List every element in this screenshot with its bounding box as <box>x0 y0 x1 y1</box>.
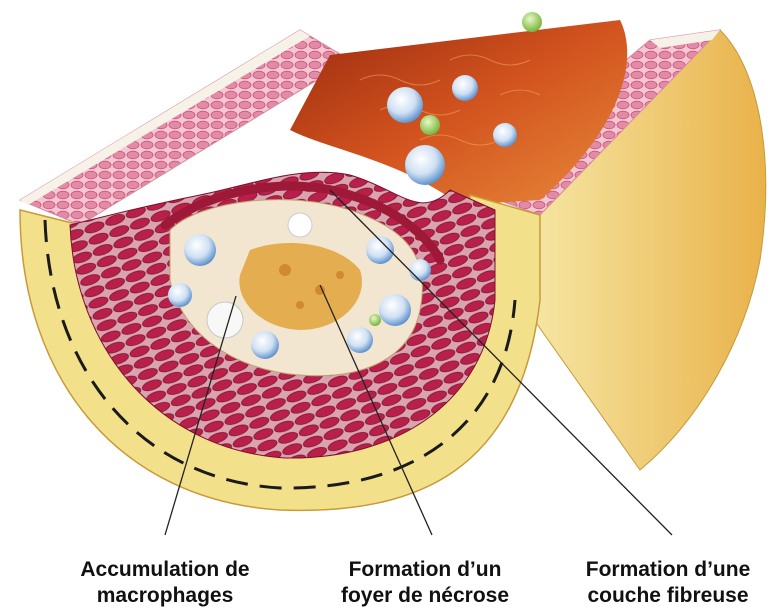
label-macrophage-accumulation: Accumulation de macrophages <box>40 557 290 609</box>
label-fibrous-line1: Formation d’une <box>555 557 781 583</box>
label-necrosis-line1: Formation d’un <box>305 557 545 583</box>
label-necrosis-focus: Formation d’un foyer de nécrose <box>305 557 545 609</box>
atherosclerosis-artery-illustration <box>0 0 781 540</box>
label-fibrous-cap: Formation d’une couche fibreuse <box>555 557 781 609</box>
label-macrophage-line1: Accumulation de <box>40 557 290 583</box>
label-necrosis-line2: foyer de nécrose <box>305 583 545 609</box>
label-fibrous-line2: couche fibreuse <box>555 583 781 609</box>
label-macrophage-line2: macrophages <box>40 583 290 609</box>
